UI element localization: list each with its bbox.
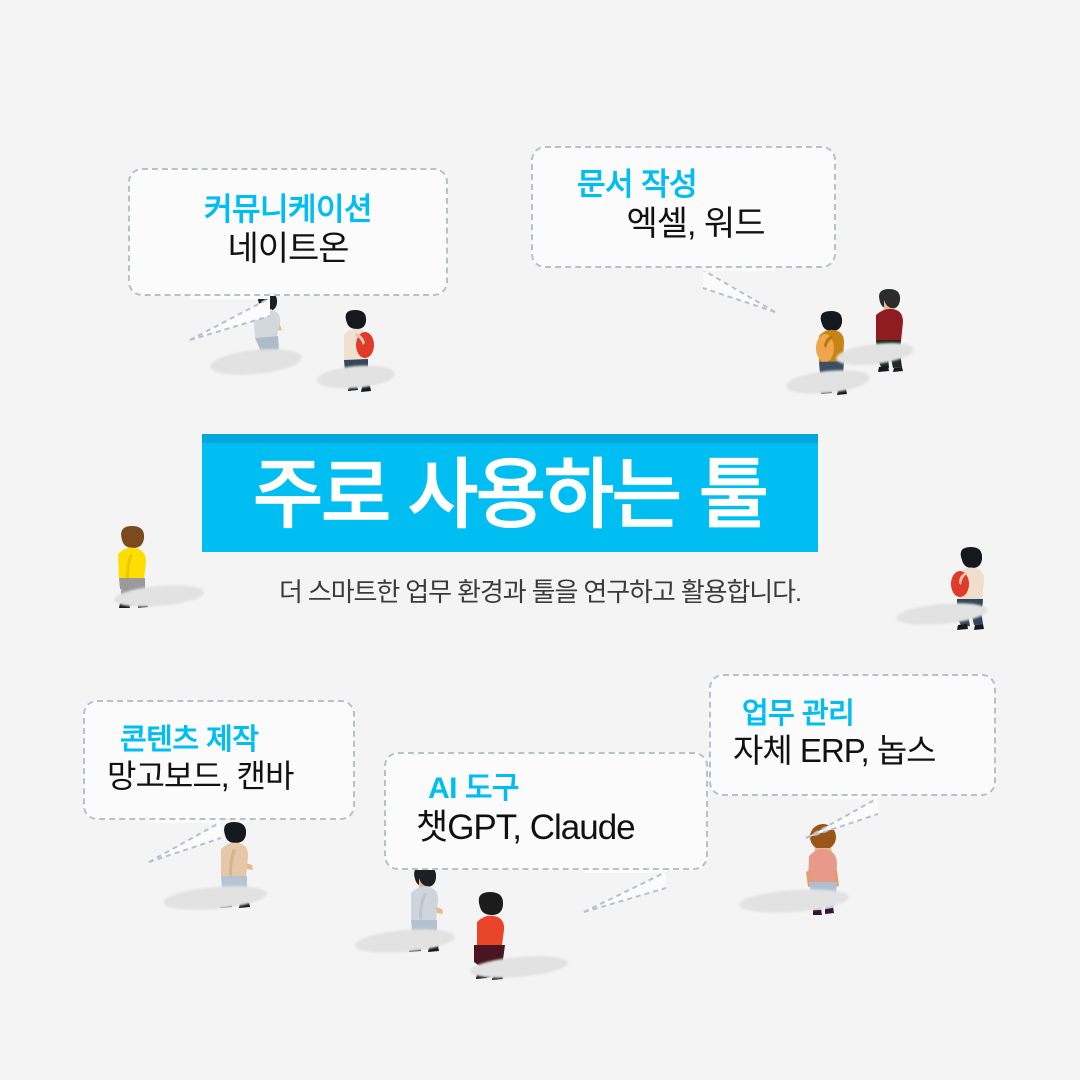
- main-title-banner: 주로 사용하는 툴: [202, 434, 818, 552]
- bubble-task-management-subtitle: 자체 ERP, 놉스: [733, 732, 937, 770]
- bubble-content-subtitle: 망고보드, 캔바: [107, 757, 294, 794]
- person-walker-beige-red-bag: [895, 540, 1010, 630]
- bubble-ai-tools[interactable]: AI 도구 챗GPT, Claude: [384, 752, 708, 913]
- bubble-documents-subtitle: 엑셀, 워드: [626, 204, 765, 243]
- person-walker-maroon-sweater: [835, 282, 932, 372]
- bubble-documents[interactable]: 문서 작성 엑셀, 워드: [531, 146, 836, 313]
- bubble-communication[interactable]: 커뮤니케이션 네이트온: [128, 168, 448, 341]
- person-walker-red-backpack: [316, 300, 405, 392]
- bubble-ai-tools-subtitle: 챗GPT, Claude: [416, 807, 636, 847]
- bubble-task-management-title: 업무 관리: [742, 698, 855, 731]
- person-walker-tan-jacket: [162, 815, 285, 914]
- page-subtitle: 더 스마트한 업무 환경과 툴을 연구하고 활용합니다.: [278, 577, 802, 607]
- page-title: 주로 사용하는 툴: [253, 452, 769, 538]
- bubble-content[interactable]: 콘텐츠 제작 망고보드, 캔바: [83, 700, 355, 863]
- person-walker-light-gray: [354, 860, 475, 957]
- person-walker-salmon-sweater: [738, 820, 873, 916]
- bubble-communication-title: 커뮤니케이션: [203, 192, 373, 228]
- bubble-content-title: 콘텐츠 제작: [120, 723, 259, 756]
- bubble-ai-tools-title: AI 도구: [428, 772, 520, 806]
- bubble-documents-title: 문서 작성: [577, 167, 698, 203]
- person-walker-red-skirt: [460, 885, 569, 982]
- bubble-task-management[interactable]: 업무 관리 자체 ERP, 놉스: [709, 674, 996, 839]
- bubble-communication-subtitle: 네이트온: [227, 229, 349, 268]
- person-walker-yellow-jacket: [104, 518, 205, 610]
